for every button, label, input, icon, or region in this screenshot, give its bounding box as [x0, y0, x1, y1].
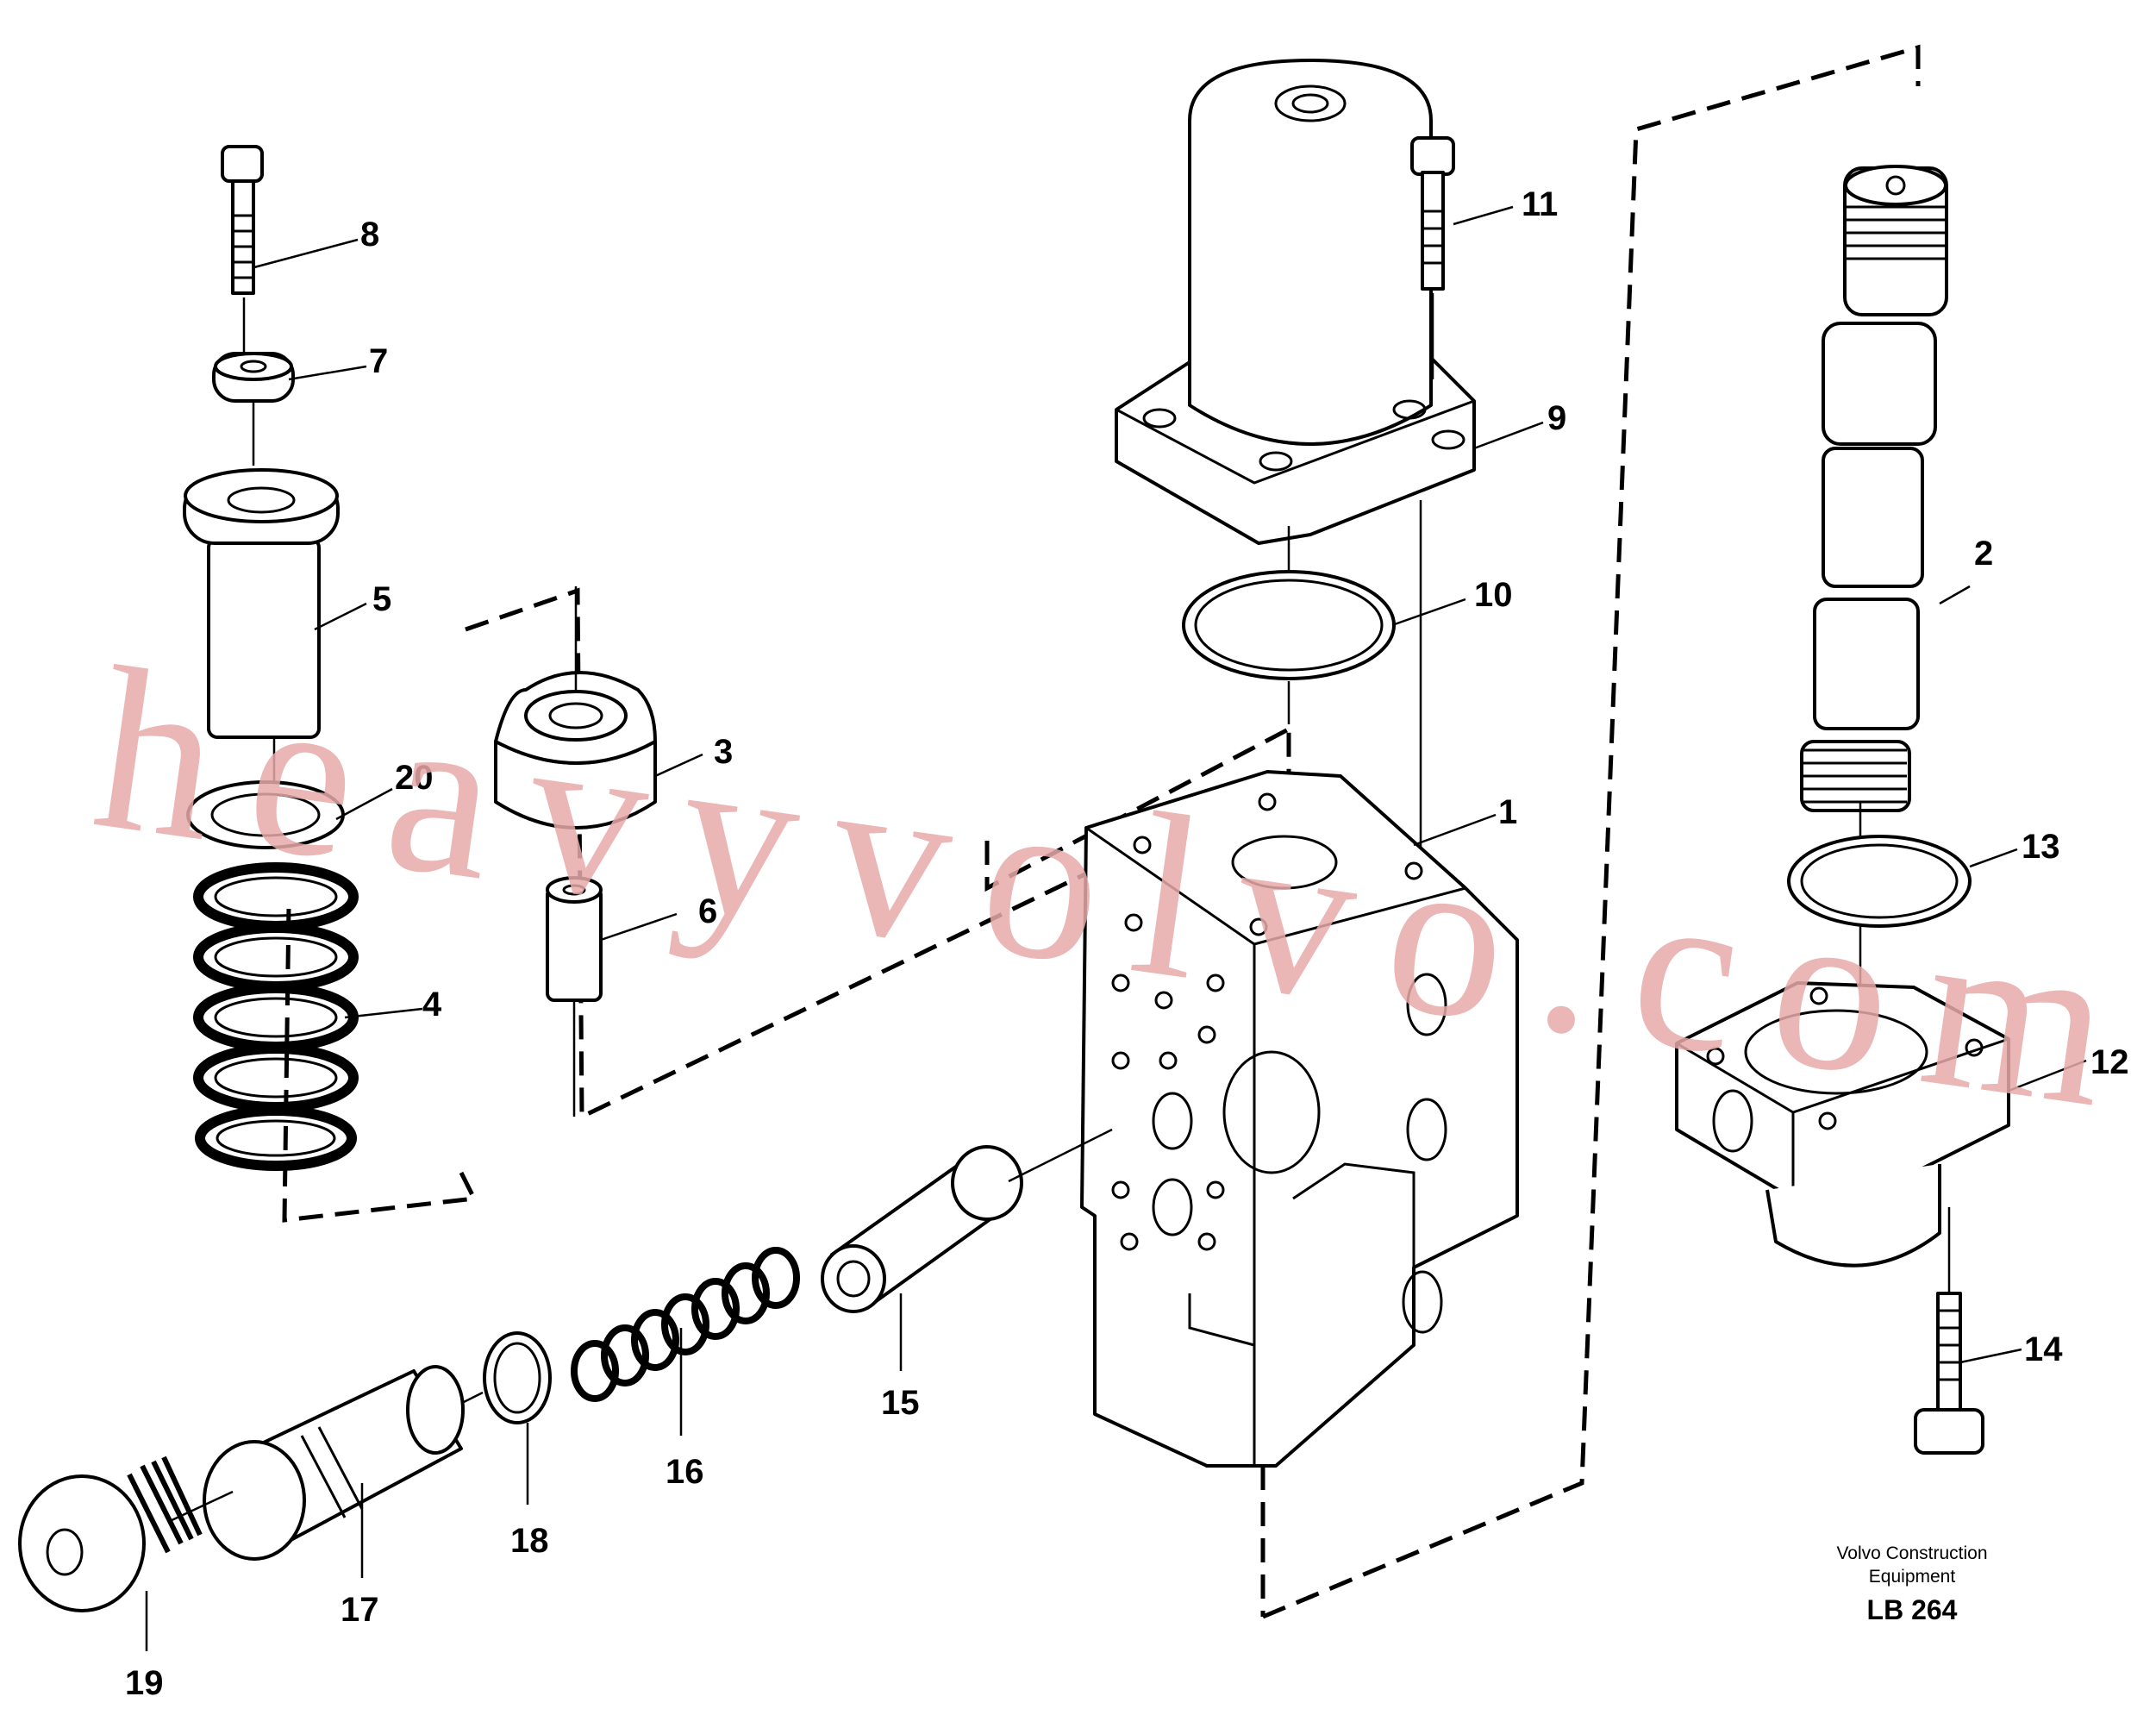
part-15-sleeve	[821, 1128, 1113, 1313]
drawing-caption: Volvo Construction Equipment LB 264	[1836, 1543, 1987, 1625]
label-9: 9	[1547, 399, 1566, 437]
label-15: 15	[881, 1384, 920, 1422]
label-14: 14	[2024, 1330, 2063, 1368]
part-14-bolt	[1914, 1207, 1984, 1455]
part-17-piston	[167, 1365, 465, 1561]
part-2-shaft	[1800, 165, 1948, 1017]
label-19: 19	[125, 1664, 164, 1702]
label-16: 16	[666, 1453, 704, 1491]
part-19-plug	[18, 1455, 203, 1612]
part-8-bolt	[221, 145, 264, 354]
part-16-spring	[571, 1247, 800, 1402]
label-5: 5	[372, 580, 391, 618]
part-11-bolt	[1410, 136, 1455, 379]
label-11: 11	[1522, 185, 1558, 223]
part-18-oring	[456, 1331, 552, 1424]
label-7: 7	[369, 342, 388, 380]
dashed-assembly-lines	[282, 44, 1921, 1619]
label-leader-lines	[145, 205, 2087, 1651]
caption-company-line1: Volvo Construction	[1836, 1543, 1987, 1563]
part-7-washer	[212, 352, 295, 466]
part-12-flange	[1675, 981, 2010, 1268]
part-6-small-sleeve	[546, 876, 603, 1117]
part-3-cap	[494, 586, 657, 829]
part-13-oring	[1787, 835, 1972, 928]
label-13: 13	[2022, 828, 2060, 866]
part-5-sleeve	[183, 468, 340, 785]
label-3: 3	[714, 733, 733, 771]
label-1: 1	[1498, 793, 1517, 831]
label-18: 18	[510, 1522, 549, 1560]
part-number-labels: 8 7 5 20 3 6 4 11 9 10 1 2 13 12 14 15 1…	[125, 185, 2129, 1702]
label-8: 8	[360, 216, 379, 254]
label-6: 6	[698, 892, 717, 930]
label-12: 12	[2090, 1043, 2129, 1081]
part-4-spring	[193, 862, 359, 1171]
housing-bolt-holes	[1111, 792, 1423, 1251]
label-17: 17	[341, 1591, 379, 1629]
label-20: 20	[395, 759, 434, 797]
caption-drawing-code: LB 264	[1867, 1594, 1958, 1625]
label-2: 2	[1974, 535, 1993, 573]
part-9-cover	[1115, 59, 1476, 638]
label-10: 10	[1474, 576, 1513, 614]
caption-company-line2: Equipment	[1869, 1567, 1956, 1587]
label-4: 4	[422, 986, 442, 1024]
part-1-valve-housing	[1080, 770, 1519, 1468]
